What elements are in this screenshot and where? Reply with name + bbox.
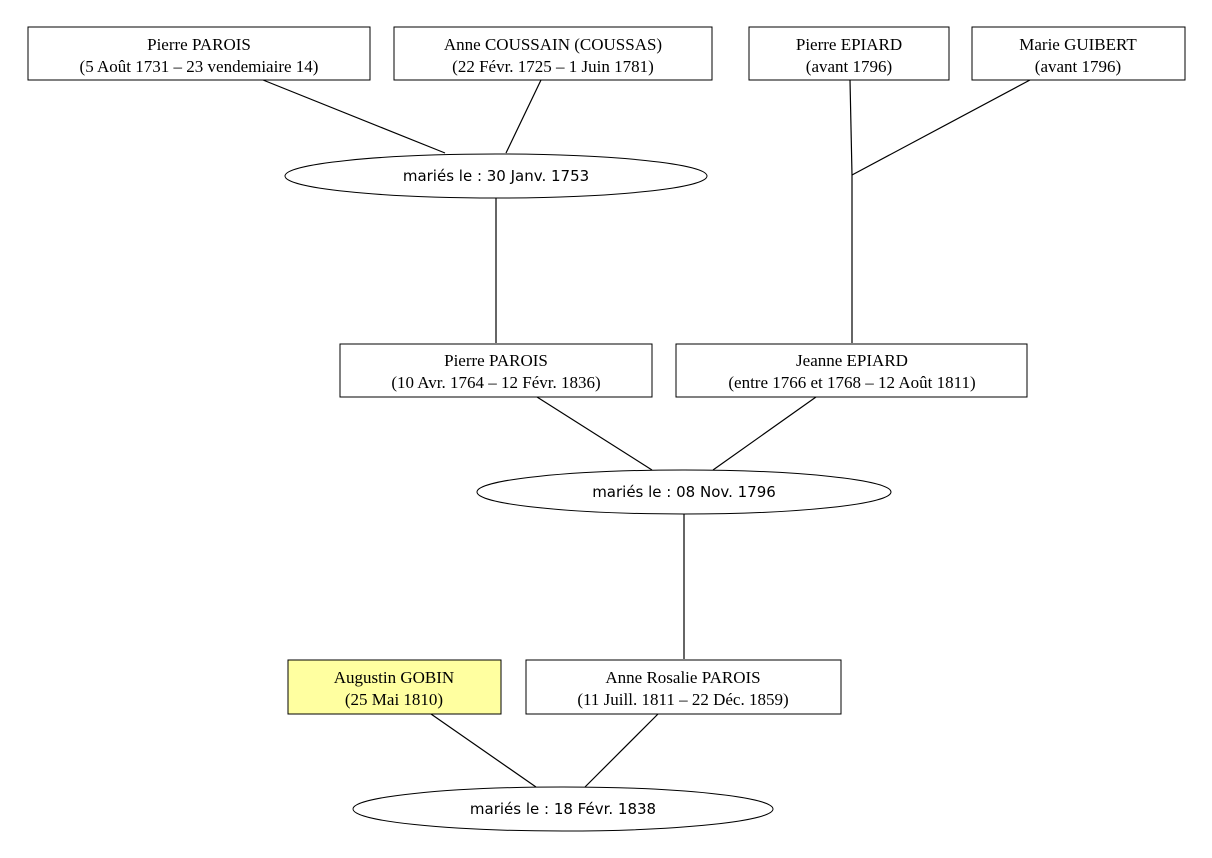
person-box-jeanne-epiard[interactable]: Jeanne EPIARD (entre 1766 et 1768 – 12 A… — [675, 343, 1028, 398]
person-name: Pierre PAROIS — [147, 35, 251, 54]
person-name: Anne COUSSAIN (COUSSAS) — [444, 35, 662, 54]
edge-p7-m3 — [430, 713, 537, 788]
edge-p3-junction — [849, 79, 853, 176]
person-box-marie-guibert[interactable]: Marie GUIBERT (avant 1796) — [971, 26, 1186, 81]
edge-p4-junction — [851, 79, 1031, 176]
person-dates: (avant 1796) — [1035, 57, 1121, 76]
person-name: Marie GUIBERT — [1019, 35, 1137, 54]
person-name: Pierre PAROIS — [444, 351, 548, 370]
person-box-pierre-parois-1764[interactable]: Pierre PAROIS (10 Avr. 1764 – 12 Févr. 1… — [339, 343, 653, 398]
marriage-label: mariés le : 30 Janv. 1753 — [403, 167, 589, 185]
person-dates: (avant 1796) — [806, 57, 892, 76]
person-dates: (25 Mai 1810) — [345, 690, 443, 709]
marriage-label: mariés le : 18 Févr. 1838 — [470, 800, 656, 818]
person-box-augustin-gobin[interactable]: Augustin GOBIN (25 Mai 1810) — [287, 659, 502, 715]
connector-lines — [262, 79, 1031, 788]
marriage-label: mariés le : 08 Nov. 1796 — [592, 483, 776, 501]
edge-p8-m3 — [584, 713, 659, 788]
person-dates: (5 Août 1731 – 23 vendemiaire 14) — [80, 57, 319, 76]
person-dates: (22 Févr. 1725 – 1 Juin 1781) — [452, 57, 654, 76]
person-dates: (11 Juill. 1811 – 22 Déc. 1859) — [577, 690, 788, 709]
edge-p6-m2 — [712, 396, 817, 471]
person-box-anne-rosalie-parois[interactable]: Anne Rosalie PAROIS (11 Juill. 1811 – 22… — [525, 659, 842, 715]
person-dates: (10 Avr. 1764 – 12 Févr. 1836) — [391, 373, 600, 392]
marriage-node-1753[interactable]: mariés le : 30 Janv. 1753 — [284, 153, 708, 199]
edge-p5-m2 — [536, 396, 653, 471]
person-name: Jeanne EPIARD — [796, 351, 908, 370]
person-box-pierre-parois-1731[interactable]: Pierre PAROIS (5 Août 1731 – 23 vendemia… — [27, 26, 371, 81]
person-box-pierre-epiard[interactable]: Pierre EPIARD (avant 1796) — [748, 26, 950, 81]
marriage-node-1796[interactable]: mariés le : 08 Nov. 1796 — [476, 469, 892, 515]
person-dates: (entre 1766 et 1768 – 12 Août 1811) — [728, 373, 975, 392]
person-name: Pierre EPIARD — [796, 35, 902, 54]
person-name: Anne Rosalie PAROIS — [605, 668, 760, 687]
person-box-anne-coussain[interactable]: Anne COUSSAIN (COUSSAS) (22 Févr. 1725 –… — [393, 26, 713, 81]
person-name: Augustin GOBIN — [334, 668, 454, 687]
marriage-node-1838[interactable]: mariés le : 18 Févr. 1838 — [352, 786, 774, 832]
edge-p2-m1 — [505, 79, 542, 154]
edge-p1-m1 — [262, 79, 446, 154]
